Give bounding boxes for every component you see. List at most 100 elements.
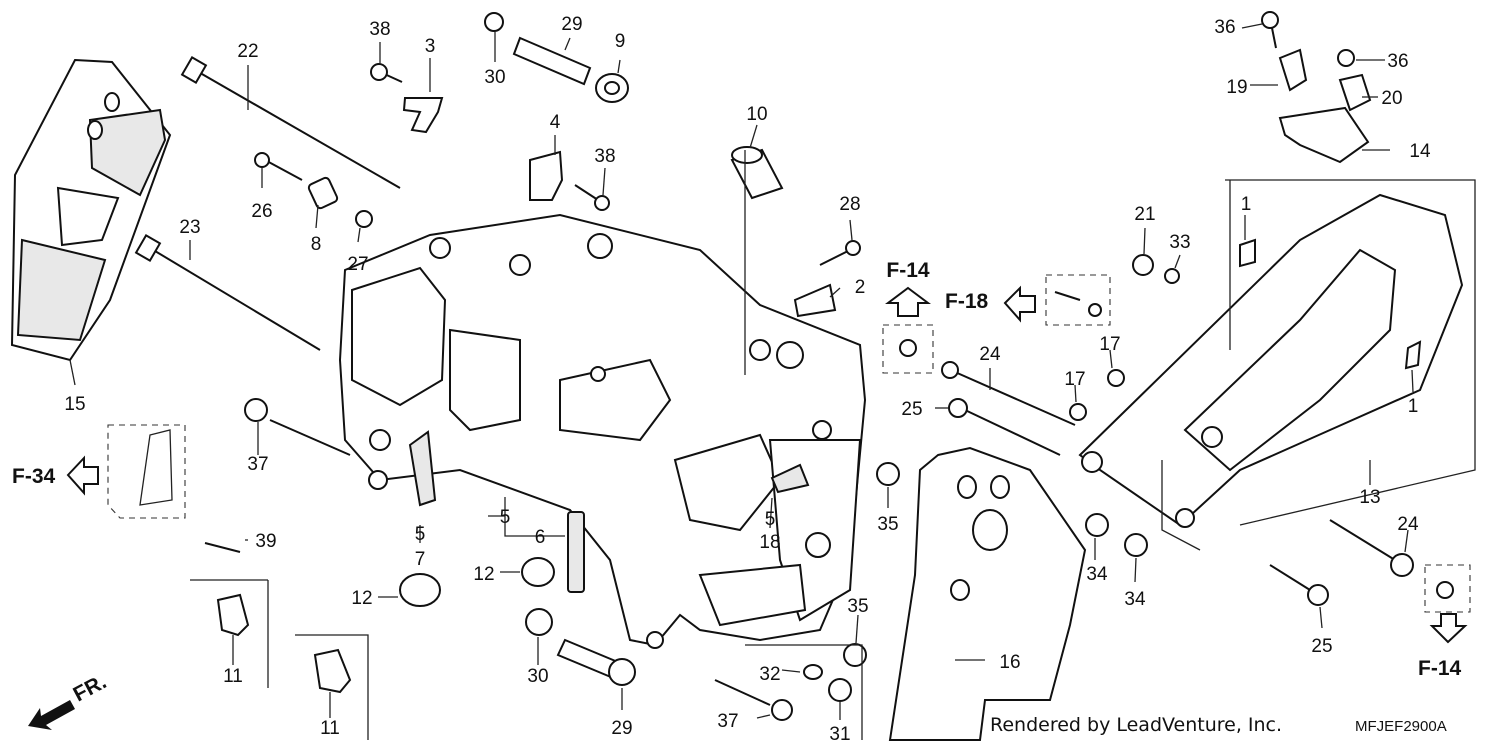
- callout-12: 12: [473, 564, 494, 585]
- nut-35b[interactable]: [843, 643, 867, 667]
- arrow-down-icon: [1429, 613, 1468, 644]
- nut-35a[interactable]: [876, 462, 900, 486]
- washer-27[interactable]: [355, 210, 373, 228]
- pipe-10[interactable]: [730, 146, 784, 200]
- bushing-9[interactable]: [595, 73, 629, 103]
- nut-30b[interactable]: [525, 608, 553, 636]
- callout-23: 23: [179, 217, 200, 238]
- arrow-left-icon: [1003, 285, 1036, 323]
- callout-28: 28: [839, 194, 860, 215]
- bolt-28[interactable]: [819, 240, 861, 266]
- callout-3: 3: [425, 36, 436, 57]
- bolt-37a[interactable]: [244, 398, 351, 456]
- callout-27: 27: [347, 254, 368, 275]
- collar-12b[interactable]: [521, 557, 555, 587]
- arrow-up-icon: [885, 286, 931, 317]
- collar-12a[interactable]: [399, 573, 441, 607]
- clamp-4[interactable]: [529, 150, 564, 201]
- label-1a: [1239, 238, 1256, 268]
- figure-references: F-14F-18F-34F-14: [12, 259, 1462, 680]
- bolt-36b[interactable]: [1337, 49, 1355, 67]
- callout-31: 31: [829, 724, 850, 745]
- front-label: FR.: [70, 670, 111, 706]
- callout-39: 39: [255, 531, 276, 552]
- callout-13: 13: [1359, 487, 1380, 508]
- callout-6: 6: [535, 527, 546, 548]
- rubber-5a[interactable]: [408, 430, 437, 507]
- nut-34a[interactable]: [1085, 513, 1109, 537]
- callout-26: 26: [251, 201, 272, 222]
- callout-37: 37: [717, 711, 738, 732]
- callout-19: 19: [1226, 77, 1247, 98]
- bolt-25a[interactable]: [948, 398, 1061, 456]
- callout-36: 36: [1387, 51, 1408, 72]
- main-frame[interactable]: [338, 213, 867, 649]
- rubber-6[interactable]: [567, 511, 585, 593]
- callout-11: 11: [223, 666, 243, 687]
- reference-f-14: F-14: [1418, 657, 1462, 680]
- bracket-2[interactable]: [793, 283, 837, 318]
- callout-20: 20: [1381, 88, 1402, 109]
- sub-frame-13[interactable]: [1078, 193, 1464, 528]
- bolt-23[interactable]: [134, 233, 321, 351]
- spring-29a[interactable]: [512, 36, 592, 86]
- bolt-39[interactable]: [204, 542, 241, 553]
- washer-32[interactable]: [803, 664, 823, 680]
- reference-f-14: F-14: [886, 259, 930, 282]
- nut-21[interactable]: [1132, 254, 1154, 276]
- bolt-37b[interactable]: [714, 679, 793, 721]
- callout-21: 21: [1134, 204, 1155, 225]
- callout-34: 34: [1124, 589, 1146, 610]
- bracket-11b[interactable]: [313, 648, 352, 694]
- reference-f-18: F-18: [945, 290, 989, 313]
- callout-33: 33: [1169, 232, 1190, 253]
- callout-9: 9: [615, 31, 626, 52]
- callout-2: 2: [855, 277, 866, 298]
- spring-29b[interactable]: [556, 638, 636, 686]
- callout-8: 8: [311, 234, 322, 255]
- nut-34b[interactable]: [1124, 533, 1148, 557]
- callout-34: 34: [1086, 564, 1108, 585]
- bolt-38a[interactable]: [370, 63, 403, 83]
- cover-16[interactable]: [888, 446, 1087, 741]
- bolt-24a[interactable]: [941, 361, 1076, 426]
- callout-18: 18: [759, 532, 780, 553]
- nut-31[interactable]: [828, 678, 852, 702]
- callout-10: 10: [746, 104, 767, 125]
- callout-11: 11: [320, 718, 340, 739]
- callout-17: 17: [1064, 369, 1085, 390]
- callout-30: 30: [484, 67, 505, 88]
- stay-14[interactable]: [1278, 106, 1370, 164]
- heat-guard-15[interactable]: [10, 58, 172, 362]
- bracket-11a[interactable]: [216, 593, 250, 637]
- bolt-36a[interactable]: [1261, 11, 1279, 49]
- bracket-19[interactable]: [1278, 48, 1308, 92]
- rubber-18[interactable]: [770, 463, 810, 494]
- bolt-24b[interactable]: [1329, 519, 1414, 577]
- callout-12: 12: [351, 588, 372, 609]
- callout-38: 38: [369, 19, 390, 40]
- bolt-38b[interactable]: [574, 184, 610, 211]
- callout-1: 1: [1241, 194, 1252, 215]
- bolt-25b[interactable]: [1269, 564, 1329, 606]
- nut-17b[interactable]: [1069, 403, 1087, 421]
- callout-24: 24: [1397, 514, 1419, 535]
- bracket-20[interactable]: [1338, 73, 1372, 112]
- callout-35: 35: [877, 514, 898, 535]
- reference-f-34: F-34: [12, 465, 56, 488]
- washer-33[interactable]: [1164, 268, 1180, 284]
- callout-1: 1: [1408, 396, 1419, 417]
- callout-29: 29: [561, 14, 582, 35]
- bolt-22[interactable]: [180, 55, 401, 189]
- callout-30: 30: [527, 666, 548, 687]
- rubber-30a[interactable]: [484, 12, 504, 32]
- callout-5: 5: [415, 524, 426, 545]
- callout-32: 32: [759, 664, 780, 685]
- nut-17a[interactable]: [1107, 369, 1125, 387]
- collar-8[interactable]: [307, 176, 339, 210]
- callout-7: 7: [415, 549, 426, 570]
- clamp-3[interactable]: [402, 97, 444, 134]
- bolt-26[interactable]: [254, 152, 303, 181]
